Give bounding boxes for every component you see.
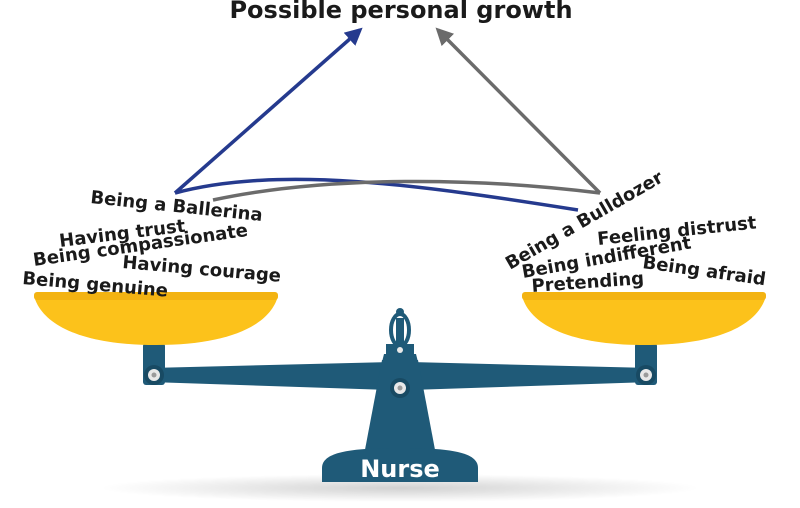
diagram-title: Possible personal growth (229, 0, 572, 24)
gray-arrow (435, 27, 602, 195)
gray-crossing-line (212, 179, 601, 202)
right-item-afraid: Being afraid (641, 252, 767, 290)
growth-arrows (173, 27, 602, 212)
left-pan-words: Being a Ballerina Having trust Being com… (22, 187, 282, 302)
ground-shadow (100, 474, 700, 502)
scale-post (322, 308, 478, 482)
right-pan (522, 292, 766, 345)
blue-arrow (173, 27, 363, 195)
base-label: Nurse (360, 455, 440, 483)
left-pan (34, 292, 278, 345)
scale-beam (143, 343, 657, 390)
